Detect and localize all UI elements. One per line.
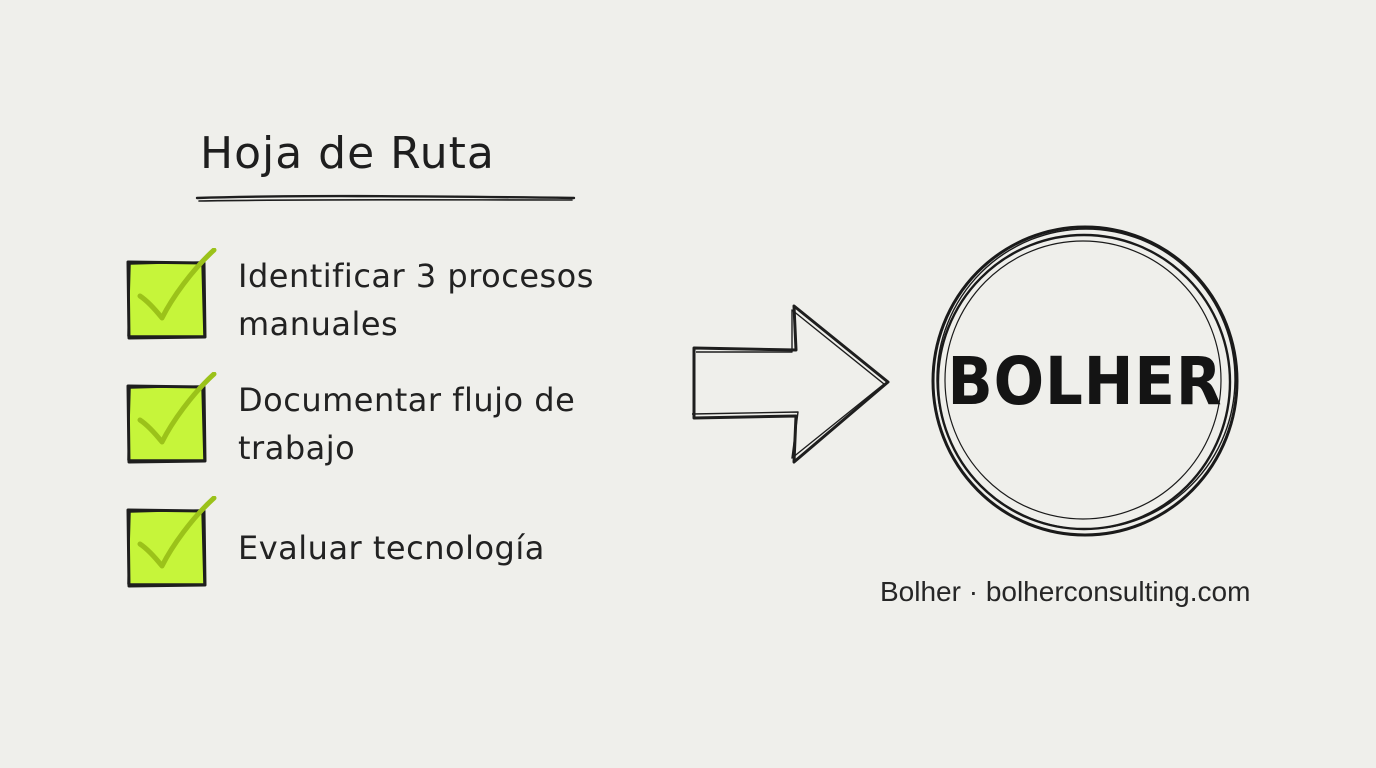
- arrow-right-icon: [691, 304, 890, 464]
- checklist-item-text: Evaluar tecnología: [238, 529, 545, 567]
- checkbox-checked-icon[interactable]: [124, 372, 220, 468]
- brand-logo: BOLHER: [947, 342, 1223, 420]
- footer-link[interactable]: Bolher · bolherconsulting.com: [880, 576, 1251, 607]
- checklist-item-text: Documentar flujo de trabajo: [238, 381, 576, 467]
- title-underline: [195, 194, 576, 202]
- brand-badge: [931, 225, 1239, 537]
- checkbox-checked-icon[interactable]: [124, 248, 220, 344]
- roadmap-title: Hoja de Ruta: [200, 128, 495, 179]
- checklist-item-text: Identificar 3 procesos manuales: [238, 257, 594, 343]
- checkbox-checked-icon[interactable]: [124, 496, 220, 592]
